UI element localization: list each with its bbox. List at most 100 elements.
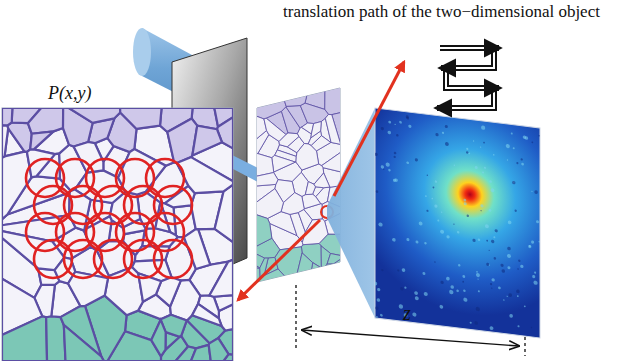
speckle (509, 314, 513, 318)
speckle (412, 312, 416, 317)
speckle (480, 146, 481, 148)
speckle (489, 250, 490, 251)
speckle (435, 133, 438, 137)
speckle (381, 127, 384, 131)
speckle (419, 221, 423, 225)
speckle (528, 245, 531, 249)
tissue-cell (192, 304, 221, 326)
speckle (491, 240, 494, 244)
probe-circle (34, 186, 72, 224)
speckle (425, 195, 427, 197)
speckle (406, 161, 409, 164)
speckle (441, 211, 443, 213)
speckle (467, 214, 469, 217)
speckle (536, 220, 539, 223)
speckle (495, 229, 498, 233)
speckle (414, 291, 418, 295)
probe-circle (56, 213, 94, 251)
speckle (378, 222, 382, 227)
speckle (456, 289, 459, 292)
tissue-cell (314, 173, 330, 188)
speckle (484, 167, 486, 169)
speckle (478, 290, 480, 292)
tissue-cell (255, 214, 272, 247)
speckle (493, 154, 495, 156)
speckle (531, 327, 532, 329)
speckle (491, 278, 494, 282)
speckle (386, 162, 390, 167)
speckle (475, 166, 478, 169)
speckle (491, 288, 492, 289)
speckle (478, 238, 481, 241)
tissue-cell (255, 189, 283, 219)
tissue-cell (311, 122, 321, 138)
tissue-cell (209, 338, 229, 361)
probe-circle (34, 240, 72, 278)
speckle (507, 296, 508, 298)
tissue-cell (300, 103, 328, 123)
probe-circle (94, 240, 132, 278)
speckle (464, 199, 467, 202)
speckle (422, 272, 425, 275)
speckle (490, 326, 494, 330)
speckle (383, 168, 384, 169)
speckle (470, 322, 472, 324)
speckle (399, 121, 402, 124)
speckle (451, 117, 453, 119)
zoom-arrow (238, 220, 320, 300)
speckle (457, 231, 460, 234)
probe-circle (124, 240, 162, 278)
speckle (466, 151, 469, 154)
speckle (481, 125, 485, 130)
speckle (464, 202, 467, 205)
speckle (450, 285, 454, 289)
speckle (449, 290, 453, 295)
speckle (477, 278, 478, 279)
tissue-cell (177, 157, 233, 193)
distance-dimension (296, 285, 525, 356)
speckle (402, 268, 406, 272)
speckle (482, 171, 484, 173)
speckle (473, 140, 474, 142)
tissue-cell (64, 325, 104, 361)
tissue-cell (2, 231, 64, 270)
speckle (388, 169, 390, 172)
speckle (517, 325, 519, 327)
speckle (524, 305, 526, 307)
speckle (454, 164, 455, 166)
speckle (538, 135, 540, 137)
speckle (508, 293, 512, 297)
speckle (399, 304, 403, 309)
speckle (432, 198, 434, 200)
tissue-cell (322, 151, 342, 172)
speckle (503, 299, 504, 301)
speckle (445, 125, 448, 128)
speckle (416, 240, 419, 243)
motion-arrow (334, 62, 404, 196)
tissue-cell (28, 108, 63, 134)
speckle (539, 241, 540, 243)
diffraction-cone (327, 108, 375, 318)
speckle (424, 292, 428, 297)
speckle (426, 210, 428, 212)
speckle (433, 186, 435, 188)
speckle (489, 180, 492, 183)
probe-circle (26, 159, 64, 197)
speckle (394, 152, 397, 155)
speckle (458, 264, 460, 267)
speckle (394, 156, 396, 159)
tissue-cell (7, 122, 32, 152)
speckle (489, 209, 492, 212)
caption-label: translation path of the two−dimensional … (283, 3, 600, 22)
speckle (480, 210, 481, 211)
tissue-cell (30, 131, 53, 149)
probe-circle (116, 159, 154, 197)
speckle (408, 124, 411, 128)
speckle (498, 286, 501, 289)
probe-circle (116, 213, 154, 251)
probe-circle (86, 159, 124, 197)
speckle (483, 142, 485, 144)
tissue-cell (280, 86, 309, 106)
tissue-cell (255, 86, 281, 98)
